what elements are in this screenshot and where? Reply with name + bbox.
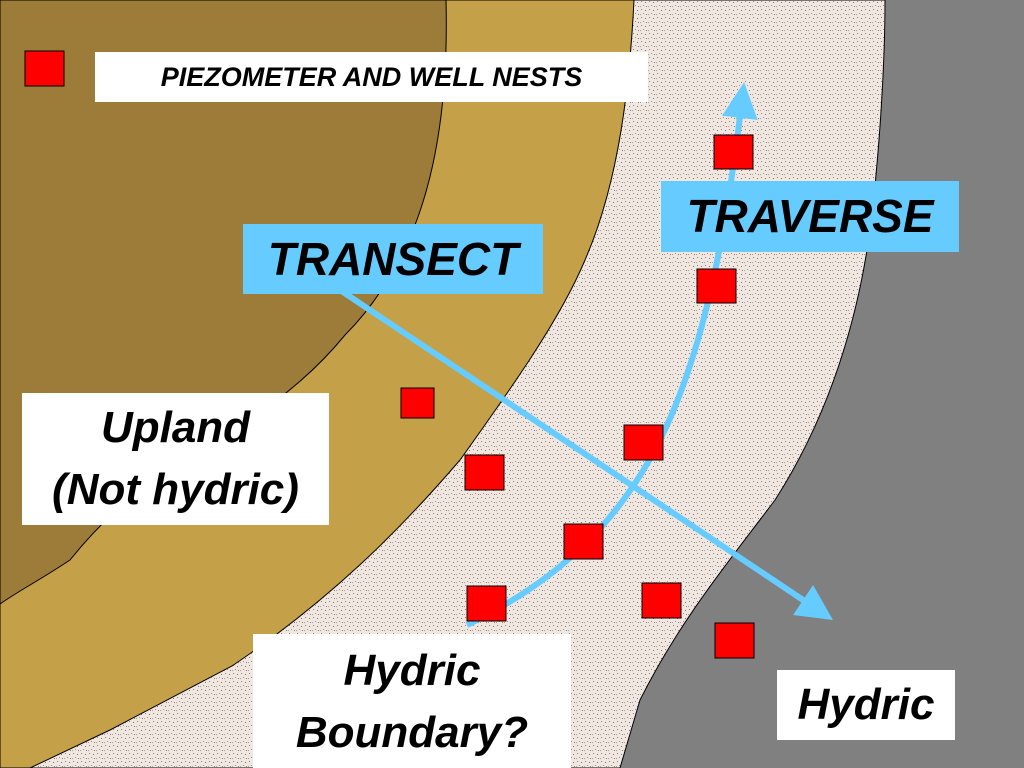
nest-marker — [696, 268, 737, 304]
upland-label: Upland (Not hydric) — [22, 393, 329, 525]
nest-marker — [714, 622, 755, 659]
traverse-label: TRAVERSE — [661, 181, 959, 252]
nest-marker — [641, 582, 682, 619]
nest-marker — [623, 424, 664, 461]
upland-label-line1: Upland — [100, 403, 251, 452]
transect-arrow — [338, 287, 833, 621]
nest-marker — [400, 387, 435, 419]
hydric-boundary-label: Hydric Boundary? — [253, 634, 571, 768]
hydric-boundary-label-line1: Hydric — [343, 646, 481, 695]
legend-label: PIEZOMETER AND WELL NESTS — [95, 52, 648, 102]
nest-marker — [466, 585, 507, 622]
transect-label: TRANSECT — [243, 224, 543, 294]
hydric-label: Hydric — [777, 670, 955, 740]
nest-marker — [464, 454, 505, 491]
upland-label-line2: (Not hydric) — [52, 465, 299, 514]
legend-nest-marker — [24, 50, 65, 87]
nest-marker — [563, 523, 604, 560]
nest-markers — [24, 50, 755, 659]
hydric-boundary-label-line2: Boundary? — [295, 708, 529, 757]
nest-marker — [713, 134, 754, 170]
